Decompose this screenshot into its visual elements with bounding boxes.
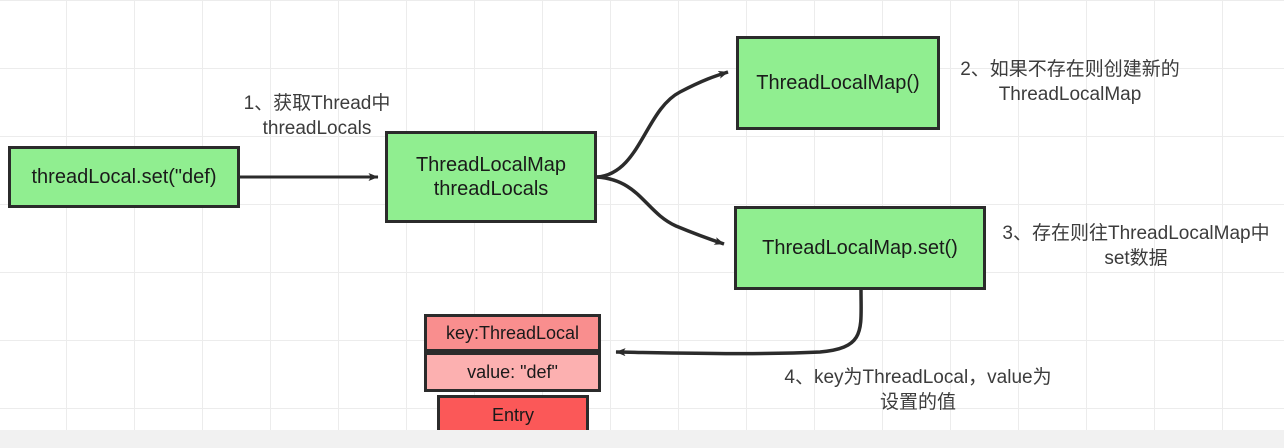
arrow-map-set-to-entry [615,289,863,357]
node-threadlocal-set[interactable]: threadLocal.set("def) [8,146,240,208]
node-new-threadlocalmap[interactable]: ThreadLocalMap() [736,36,940,130]
annotation-step-3: 3、存在则往ThreadLocalMap中 set数据 [1002,223,1270,269]
annotation-step-1: 1、获取Thread中 threadLocals [243,93,391,139]
arrow-threadlocals-to-new-map [596,70,729,179]
node-threadlocals[interactable]: ThreadLocalMap threadLocals [385,131,597,223]
entry-value-row[interactable]: value: "def" [424,352,601,392]
annotation-step-4: 4、key为ThreadLocal，value为 设置的值 [784,367,1052,413]
node-threadlocalmap-set[interactable]: ThreadLocalMap.set() [734,206,986,290]
arrow-threadlocals-to-map-set [596,175,725,246]
entry-type-row[interactable]: Entry [437,395,589,436]
annotation-step-2: 2、如果不存在则创建新的 ThreadLocalMap [960,59,1180,105]
entry-key-row[interactable]: key:ThreadLocal [424,314,601,352]
